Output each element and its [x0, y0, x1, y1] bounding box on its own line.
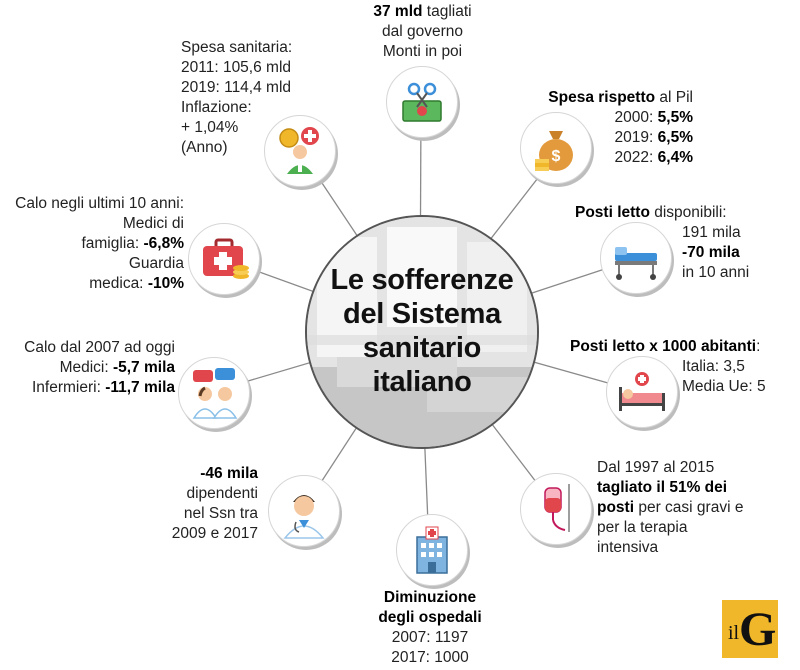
pil-heading: Spesa rispetto [548, 89, 656, 106]
spesa-line: 2019: 114,4 mld [181, 79, 292, 96]
iv-drip-icon [520, 473, 592, 545]
center-title-line: sanitario [362, 332, 482, 364]
terapia-highlight: posti [597, 499, 635, 516]
posti-abitanti-heading: Posti letto x 1000 abitanti [570, 338, 757, 355]
calo-medici-line: Guardia [128, 255, 184, 272]
money-cut-icon [386, 66, 458, 138]
terapia-line: per casi gravi e [634, 499, 744, 516]
calo-2007-value: -5,7 mila [112, 359, 175, 376]
bed-patient-icon [606, 356, 678, 428]
calo-2007-line: Calo dal 2007 ad oggi [24, 339, 175, 356]
terapia-line: per la terapia [597, 519, 688, 536]
terapia-highlight: tagliato il 51% dei [597, 479, 728, 496]
pil-value: 6,4% [657, 149, 693, 166]
spesa-sanitaria-text: Spesa sanitaria: 2011: 105,6 mld 2019: 1… [181, 38, 331, 158]
posti-abitanti-line: Media Ue: 5 [682, 378, 766, 395]
male-doctor-icon [268, 475, 340, 547]
governo-text: 37 mld tagliati dal governo Monti in poi [340, 2, 505, 62]
pil-text: Spesa rispetto al Pil 2000: 5,5% 2019: 6… [505, 88, 693, 168]
dipendenti-line: 2009 e 2017 [171, 525, 258, 542]
spesa-line: 2011: 105,6 mld [181, 59, 292, 76]
dipendenti-line: dipendenti [186, 485, 258, 502]
spesa-line: Spesa sanitaria: [181, 39, 293, 56]
terapia-line: intensiva [597, 539, 659, 556]
money-bag-icon: $ [520, 112, 592, 184]
calo-medici-value: -10% [147, 275, 184, 292]
pil-year: 2000: [614, 109, 658, 126]
hospital-ward-photo [307, 217, 537, 447]
posti-abitanti-line: Italia: 3,5 [682, 358, 745, 375]
ospedali-line: 2017: 1000 [391, 649, 469, 666]
spesa-line: Inflazione: [181, 99, 252, 116]
first-aid-kit-icon [188, 223, 260, 295]
pil-year: 2019: [614, 129, 658, 146]
svg-text:$: $ [552, 148, 561, 165]
dipendenti-line: nel Ssn tra [183, 505, 258, 522]
center-circle: Le sofferenze del Sistema sanitario ital… [305, 215, 539, 449]
hospital-bed-icon [600, 222, 672, 294]
terapia-line: Dal 1997 al 2015 [597, 459, 715, 476]
spesa-line: (Anno) [181, 139, 228, 156]
posti-letto-value: -70 mila [682, 244, 740, 261]
governo-line: Monti in poi [382, 43, 463, 60]
posti-letto-heading: Posti letto [575, 204, 650, 221]
posti-letto-line: 191 mila [682, 224, 741, 241]
pil-value: 6,5% [657, 129, 693, 146]
center-title-line: del Sistema [343, 298, 501, 330]
ospedali-heading: Diminuzione [383, 589, 477, 606]
dipendenti-value: -46 mila [200, 465, 258, 482]
calo-2007-label: Medici: [59, 359, 113, 376]
logo-il: il [728, 622, 740, 644]
logo-g: G [739, 603, 777, 656]
pil-value: 5,5% [657, 109, 693, 126]
pil-heading-rest: al Pil [655, 89, 693, 106]
calo-medici-text: Calo negli ultimi 10 anni: Medici di fam… [14, 194, 184, 294]
governo-line: dal governo [381, 23, 463, 40]
ospedali-text: Diminuzione degli ospedali 2007: 1197 20… [350, 588, 510, 668]
calo-medici-line: Calo negli ultimi 10 anni: [15, 195, 184, 212]
governo-label: tagliati [422, 3, 472, 20]
posti-abitanti-heading-rest: : [756, 338, 761, 355]
calo-medici-value: -6,8% [143, 235, 185, 252]
il-giornale-logo: il G [722, 600, 778, 658]
posti-abitanti-text: Posti letto x 1000 abitanti: Italia: 3,5… [570, 337, 798, 397]
calo-medici-label: medica: [89, 275, 148, 292]
terapia-text: Dal 1997 al 2015 tagliato il 51% dei pos… [597, 458, 792, 558]
calo-2007-label: Infermieri: [31, 379, 106, 396]
hospital-building-icon [396, 514, 468, 586]
pil-year: 2022: [614, 149, 658, 166]
governo-amount: 37 mld [373, 3, 423, 20]
posti-letto-text: Posti letto disponibili: 191 mila -70 mi… [575, 203, 780, 283]
ospedali-line: 2007: 1197 [391, 629, 469, 646]
calo-medici-line: Medici di [122, 215, 184, 232]
calo-2007-value: -11,7 mila [105, 379, 175, 396]
posti-letto-heading-rest: disponibili: [649, 204, 727, 221]
center-title-line: Le sofferenze [330, 264, 514, 296]
dipendenti-text: -46 mila dipendenti nel Ssn tra 2009 e 2… [140, 464, 258, 544]
center-title: Le sofferenze del Sistema sanitario ital… [307, 263, 537, 399]
calo-medici-label: famiglia: [81, 235, 144, 252]
center-title-line: italiano [372, 366, 472, 398]
chat-doctors-icon [178, 357, 250, 429]
ospedali-heading: degli ospedali [378, 609, 482, 626]
posti-letto-line: in 10 anni [682, 264, 750, 281]
calo-2007-text: Calo dal 2007 ad oggi Medici: -5,7 mila … [0, 338, 175, 398]
doctor-coins-icon [264, 115, 336, 187]
spesa-line: + 1,04% [181, 119, 239, 136]
